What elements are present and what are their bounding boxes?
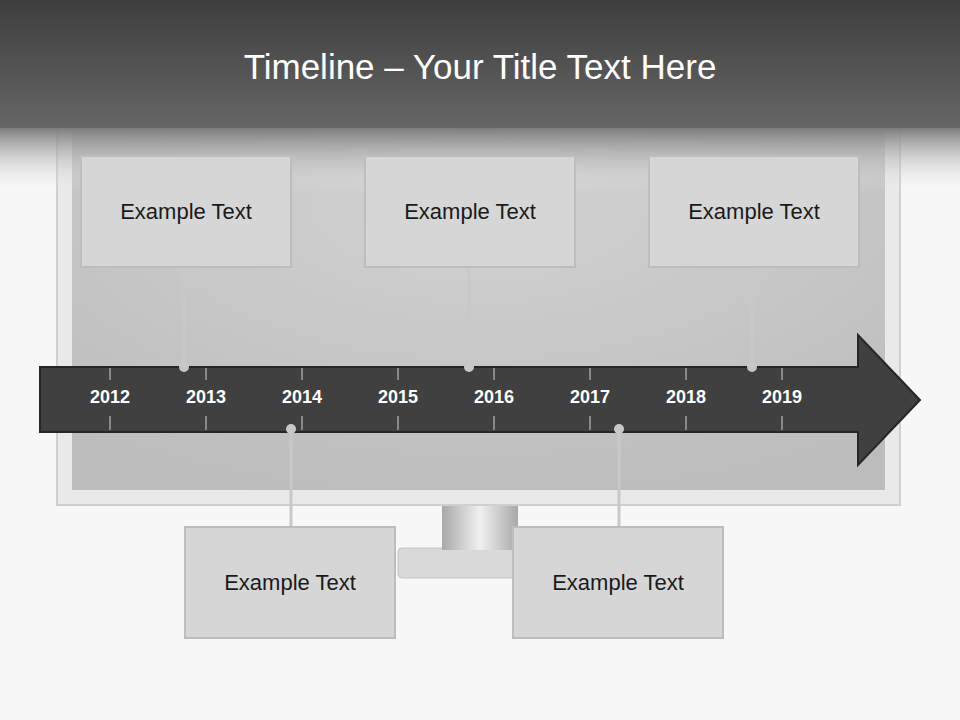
year-label: 2019 bbox=[742, 385, 822, 409]
year-label: 2015 bbox=[358, 385, 438, 409]
event-box: Example Text bbox=[184, 526, 396, 639]
event-text: Example Text bbox=[404, 198, 536, 226]
timeline-arrow bbox=[40, 335, 920, 465]
year-label: 2012 bbox=[70, 385, 150, 409]
event-text: Example Text bbox=[120, 198, 252, 226]
monitor-neck bbox=[442, 500, 518, 550]
year-label: 2018 bbox=[646, 385, 726, 409]
leader-dots bbox=[179, 362, 757, 434]
event-box: Example Text bbox=[364, 155, 576, 268]
year-label: 2017 bbox=[550, 385, 630, 409]
title-bar bbox=[0, 0, 960, 128]
event-box: Example Text bbox=[80, 155, 292, 268]
event-box: Example Text bbox=[648, 155, 860, 268]
slide-title: Timeline – Your Title Text Here bbox=[0, 42, 960, 92]
event-text: Example Text bbox=[224, 569, 356, 597]
year-label: 2016 bbox=[454, 385, 534, 409]
event-text: Example Text bbox=[552, 569, 684, 597]
year-label: 2014 bbox=[262, 385, 342, 409]
year-ticks bbox=[110, 368, 782, 430]
event-box: Example Text bbox=[512, 526, 724, 639]
year-label: 2013 bbox=[166, 385, 246, 409]
event-text: Example Text bbox=[688, 198, 820, 226]
monitor-frame bbox=[57, 110, 900, 505]
